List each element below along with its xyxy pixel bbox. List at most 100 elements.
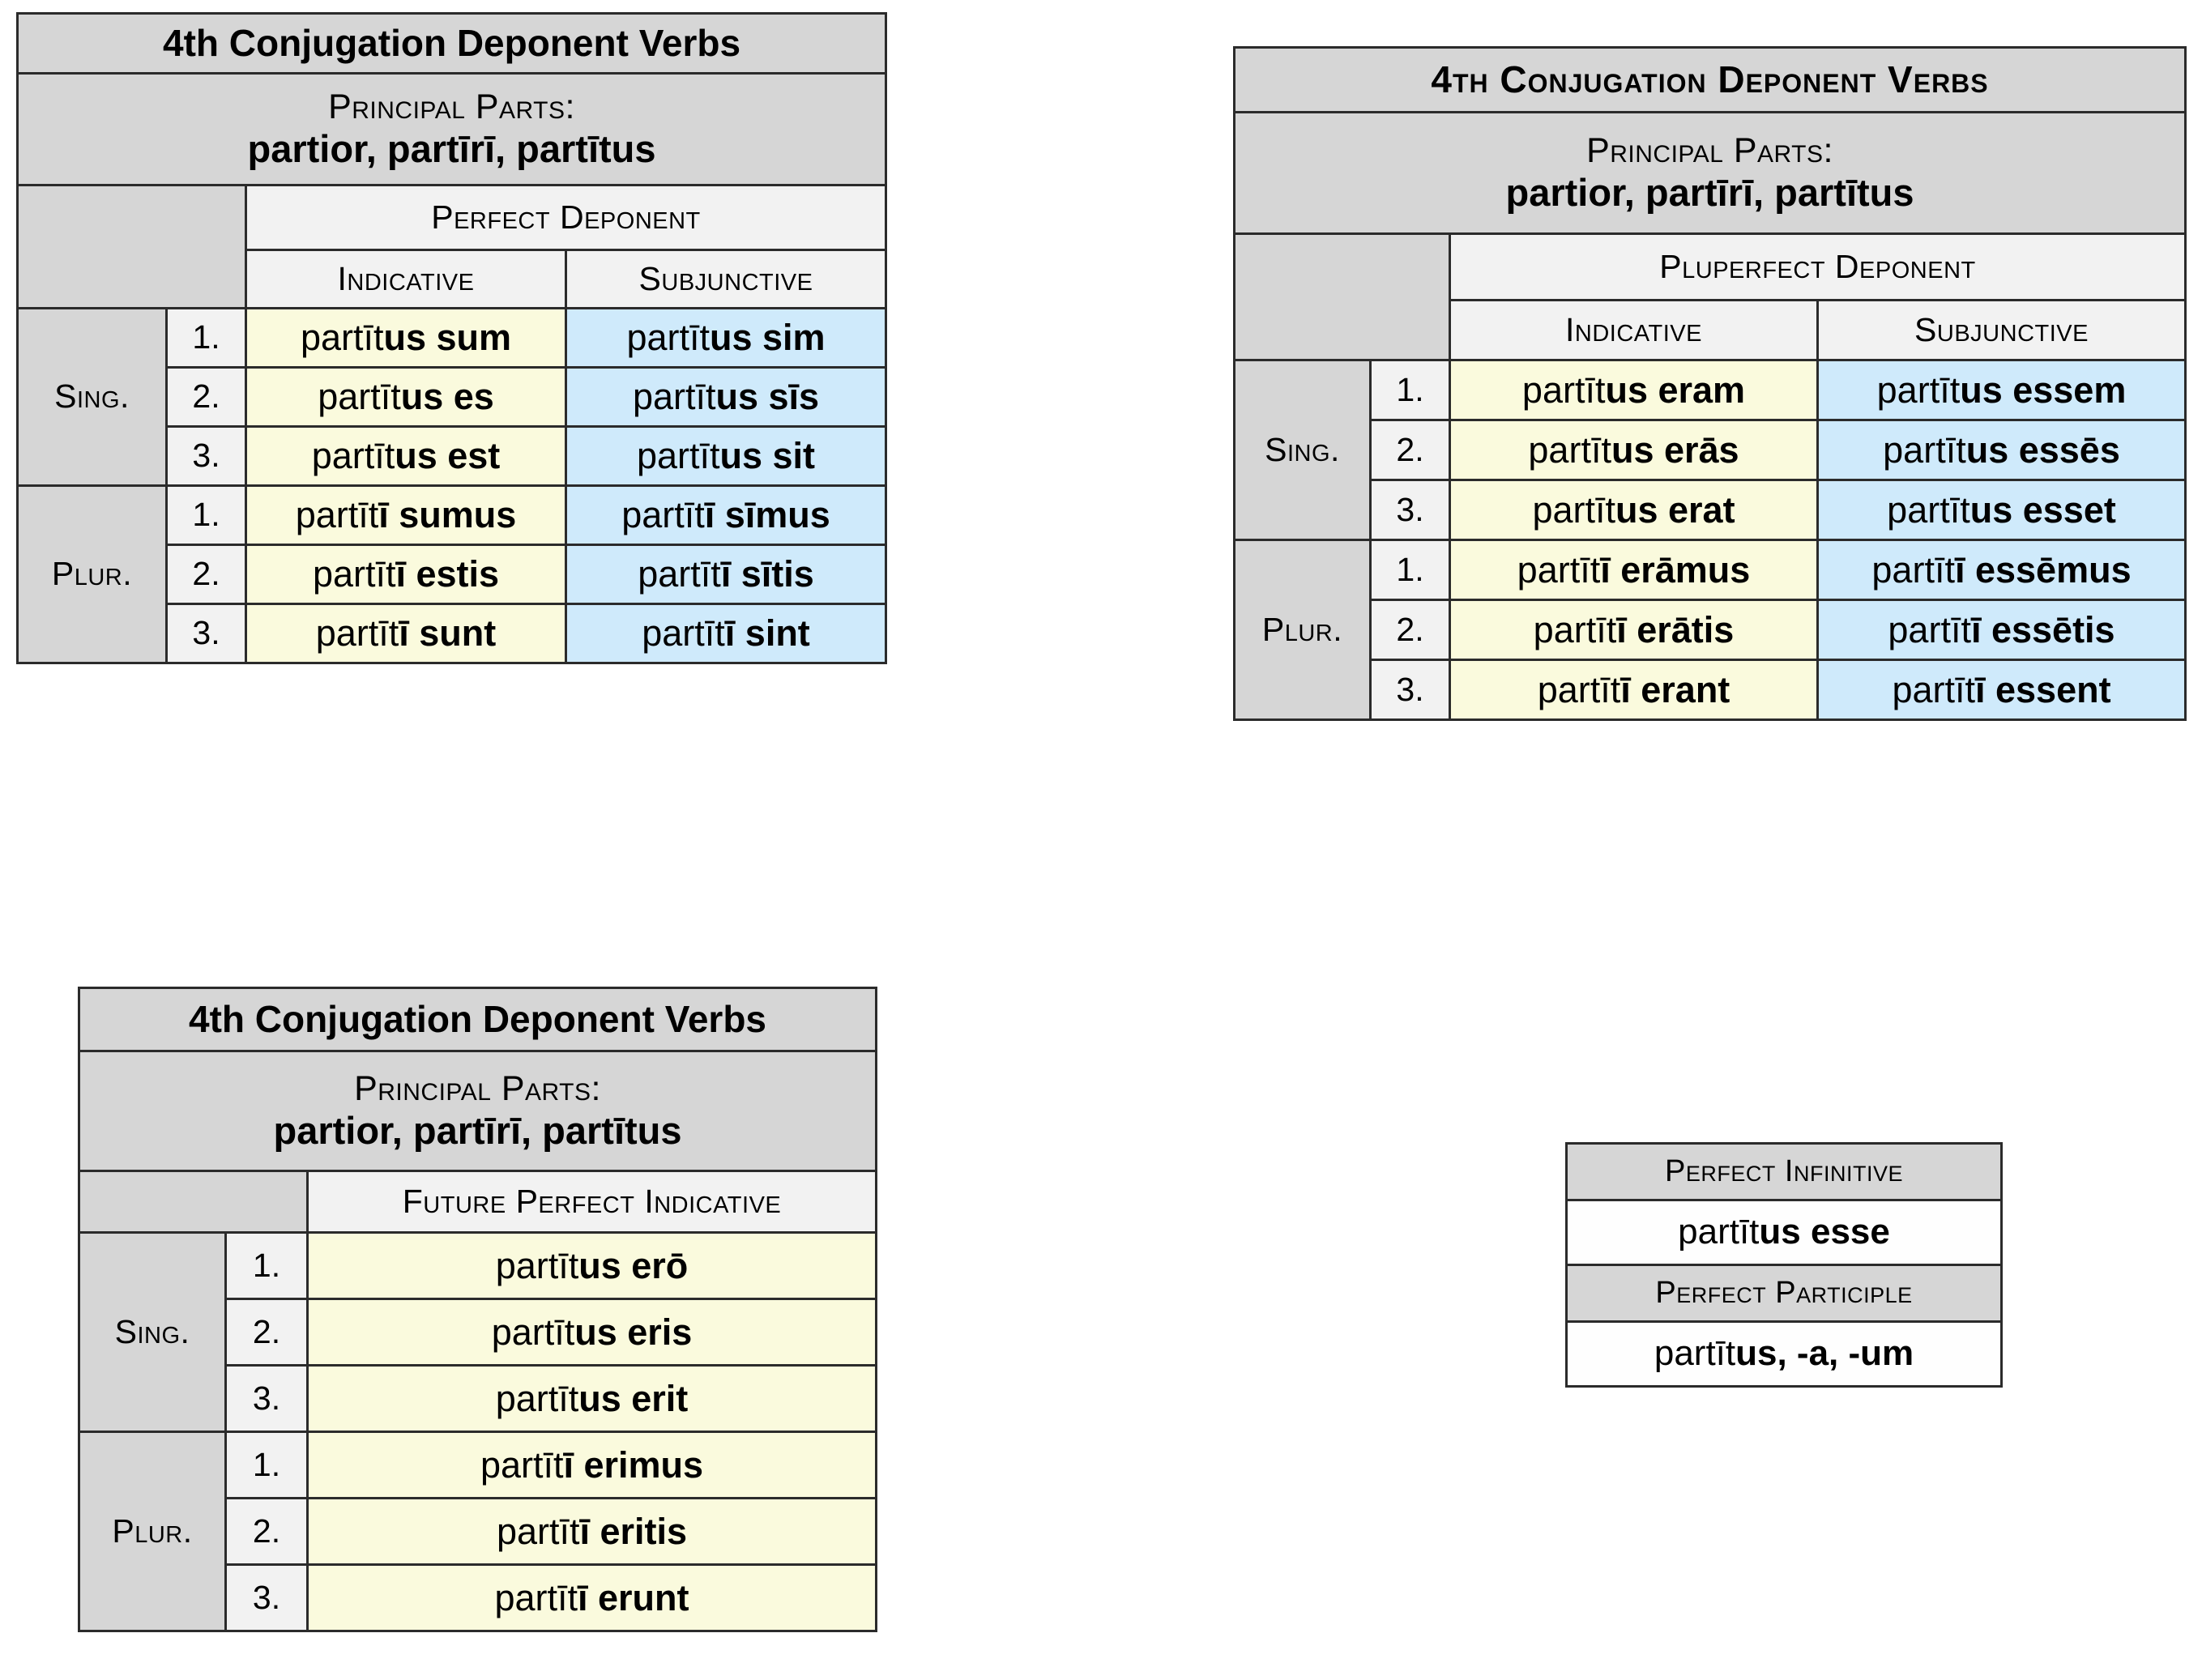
verb-stem: partīt	[1532, 488, 1615, 531]
principal-parts-label: Principal Parts:	[1586, 131, 1833, 171]
verb-stem: partīt	[1521, 369, 1606, 411]
verb-ending: us erat	[1615, 488, 1735, 531]
person-number: 3.	[1369, 479, 1451, 541]
verb-form-indicative: partītus es	[245, 366, 567, 428]
tense-header-row: Perfect Deponent	[16, 184, 888, 309]
verb-stem: partīt	[491, 1311, 575, 1353]
table-row: 3. partītī erant partītī essent	[1235, 659, 2187, 721]
verb-stem: partīt	[311, 435, 395, 477]
verb-ending: ī erāmus	[1600, 548, 1751, 591]
verb-form-indicative: partītī erunt	[305, 1563, 878, 1632]
verb-stem: partīt	[1533, 608, 1617, 650]
table-row: 3. partītus est partītus sit	[18, 425, 888, 487]
perfect-participle-form: partītus, -a, -um	[1565, 1320, 2003, 1388]
verb-ending: us es	[400, 376, 494, 418]
person-number: 3.	[165, 603, 247, 664]
principal-parts-forms: partior, partīrī, partītus	[1505, 171, 1914, 215]
tense-header: Pluperfect Deponent	[1448, 232, 2187, 301]
verb-form-indicative: partītī estis	[245, 544, 567, 605]
verb-ending: ī erātis	[1616, 608, 1735, 650]
table-row: Sing. 1. partītus sum partītus sim	[16, 307, 888, 487]
verb-form-indicative: partītus erās	[1449, 419, 1819, 481]
verb-stem: partīt	[1876, 369, 1961, 411]
person-number: 1.	[1369, 359, 1451, 421]
table-row: 2. partītus erās partītus essēs	[1235, 419, 2187, 481]
page-title: 4th Conjugation Deponent Verbs	[1232, 46, 2187, 113]
verb-ending: ī erunt	[578, 1576, 689, 1618]
number-label-plural: Plur.	[16, 484, 168, 664]
verb-ending: ī essētis	[1970, 608, 2115, 650]
principal-parts-cell: Principal Parts: partior, partīrī, partī…	[77, 1050, 878, 1172]
verb-stem: partīt	[642, 612, 725, 655]
verb-stem: partīt	[1892, 668, 1975, 710]
verb-form-subjunctive: partītus sīs	[564, 366, 888, 428]
person-number: 3.	[224, 1364, 309, 1433]
verb-form-indicative: partītus eris	[305, 1298, 878, 1367]
perfect-participle-header: Perfect Participle	[1565, 1264, 2003, 1323]
person-number: 1.	[165, 484, 247, 546]
table-row: Plur. 1. partītī erāmus partītī essēmus	[1233, 539, 2187, 721]
verb-form-indicative: partītus eram	[1449, 359, 1819, 421]
participle-header-row: Perfect Participle	[1565, 1264, 2003, 1323]
future-perfect-indicative-table: 4th Conjugation Deponent Verbs Principal…	[77, 987, 878, 1632]
table-title-row: 4th Conjugation Deponent Verbs	[1232, 46, 2187, 113]
perfect-infinitive-header: Perfect Infinitive	[1565, 1142, 2003, 1201]
verb-form-subjunctive: partītus essēs	[1816, 419, 2187, 481]
mood-header-indicative: Indicative	[245, 249, 567, 309]
verb-ending: ī sint	[724, 612, 810, 655]
verb-stem: partīt	[300, 317, 384, 359]
mood-header-row: Indicative Subjunctive	[18, 249, 888, 309]
verb-stem: partīt	[1528, 429, 1611, 471]
verb-ending: ī essent	[1974, 668, 2111, 710]
mood-header-row: Indicative Subjunctive	[1235, 299, 2187, 361]
verb-form-indicative: partītī erātis	[1449, 599, 1819, 661]
page-title: 4th Conjugation Deponent Verbs	[15, 12, 888, 75]
person-number: 2.	[165, 544, 247, 605]
table-row: Sing. 1. partītus eram partītus essem	[1233, 359, 2187, 541]
principal-parts-label: Principal Parts:	[354, 1069, 601, 1109]
perfect-infinitive-form: partītus esse	[1565, 1199, 2003, 1266]
verb-form-subjunctive: partītus esset	[1816, 479, 2187, 541]
verb-stem: partīt	[1887, 488, 1970, 531]
person-number: 2.	[165, 366, 247, 428]
infinitive-value-row: partītus esse	[1565, 1199, 2003, 1266]
verb-stem: partīt	[480, 1443, 564, 1486]
person-number: 3.	[165, 425, 247, 487]
verb-form-indicative: partītus est	[245, 425, 567, 487]
table-row: 3. partītī sunt partītī sint	[18, 603, 888, 664]
verb-form-subjunctive: partītus sit	[564, 425, 888, 487]
verb-ending: us sīs	[715, 376, 820, 418]
table-row: 2. partītī eritis	[79, 1497, 878, 1566]
verb-form-indicative: partītī erāmus	[1449, 539, 1819, 601]
principal-parts-row: Principal Parts: partior, partīrī, partī…	[77, 1050, 878, 1172]
verb-stem: partīt	[638, 553, 721, 595]
verb-stem: partīt	[494, 1576, 578, 1618]
verb-ending: us erō	[578, 1244, 689, 1286]
mood-header-subjunctive: Subjunctive	[1816, 299, 2187, 361]
person-number: 1.	[224, 1231, 309, 1300]
verb-stem: partīt	[1883, 429, 1966, 471]
person-number: 2.	[224, 1298, 309, 1367]
verb-stem: partīt	[1888, 608, 1971, 650]
verb-form-indicative: partītus sum	[245, 307, 567, 369]
tense-header: Future Perfect Indicative	[305, 1170, 878, 1234]
verb-ending: ī erant	[1620, 668, 1730, 710]
number-label-singular: Sing.	[16, 307, 168, 487]
table-title-row: 4th Conjugation Deponent Verbs	[77, 987, 878, 1052]
verb-form-indicative: partītī erimus	[305, 1431, 878, 1499]
perfect-deponent-table: 4th Conjugation Deponent Verbs Principal…	[15, 12, 888, 664]
tense-header-row: Future Perfect Indicative	[78, 1170, 878, 1234]
verb-ending: us eram	[1605, 369, 1746, 411]
page-title: 4th Conjugation Deponent Verbs	[77, 987, 878, 1052]
person-number: 1.	[224, 1431, 309, 1499]
table-row: 2. partītus eris	[79, 1298, 878, 1367]
table-title-row: 4th Conjugation Deponent Verbs	[15, 12, 888, 75]
verb-stem: partīt	[626, 317, 710, 359]
person-number: 1.	[165, 307, 247, 369]
verb-form-subjunctive: partītus essem	[1816, 359, 2187, 421]
verb-ending: us sit	[719, 435, 816, 477]
verb-form-indicative: partītus erō	[305, 1231, 878, 1300]
verb-stem: partīt	[295, 494, 379, 536]
table-row: 3. partītus erat partītus esset	[1235, 479, 2187, 541]
pluperfect-deponent-table: 4th Conjugation Deponent Verbs Principal…	[1232, 46, 2187, 721]
